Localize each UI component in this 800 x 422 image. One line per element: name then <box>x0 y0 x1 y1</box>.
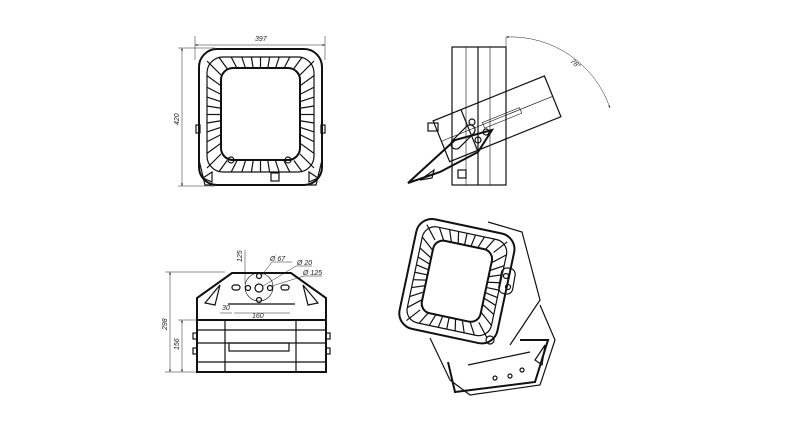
cooling-fin <box>482 303 495 315</box>
cooling-fin <box>274 160 280 173</box>
spacing-dimension: 160 <box>252 313 264 320</box>
cooling-fin <box>230 56 238 69</box>
cooling-fin <box>483 297 496 306</box>
cooling-fin <box>406 309 421 322</box>
cooling-fin <box>409 291 425 298</box>
hole-diameter-67: Ø 67 <box>269 256 286 263</box>
cooling-fin <box>486 286 500 291</box>
cooling-fin <box>407 299 423 309</box>
cooling-fin <box>426 224 436 241</box>
cooling-fin <box>299 153 315 169</box>
cooling-fin <box>206 105 222 109</box>
cooling-fin <box>299 96 315 103</box>
cooling-fin <box>461 320 465 333</box>
cooling-fin <box>206 60 222 76</box>
cooling-fin <box>469 321 475 336</box>
cooling-fin <box>241 56 247 69</box>
hole-diameter-20: Ø 20 <box>296 260 312 267</box>
cooling-fin <box>437 315 444 328</box>
cooling-fin <box>428 314 437 326</box>
cooling-fin <box>299 126 315 133</box>
cooling-fin <box>206 75 222 87</box>
cooling-fin <box>206 126 222 133</box>
cooling-fin <box>414 271 428 276</box>
cooling-fin <box>454 318 457 331</box>
cooling-fin <box>250 56 254 69</box>
total-height-dimension: 298 <box>162 318 169 331</box>
cooling-fin <box>477 236 486 249</box>
front-view: 397 420 <box>174 36 326 187</box>
isometric-view <box>398 218 556 396</box>
cooling-fin <box>478 322 488 338</box>
side-view: 78° <box>407 35 611 186</box>
cooling-fin <box>299 134 315 143</box>
cooling-fin <box>206 96 222 103</box>
cooling-fin <box>206 86 222 95</box>
cooling-fin <box>418 312 429 324</box>
cooling-fin <box>299 105 315 109</box>
cooling-fin <box>463 233 468 246</box>
cooling-fin <box>299 60 315 76</box>
hole-diameter-125: Ø 125 <box>302 270 322 277</box>
cooling-fin <box>416 264 429 271</box>
cooling-fin <box>283 160 291 173</box>
cooling-fin <box>491 254 507 264</box>
cooling-fin <box>250 160 254 173</box>
cooling-fin <box>206 142 222 154</box>
body-height-dimension: 156 <box>174 338 181 350</box>
height-dimension: 420 <box>174 113 181 125</box>
cooling-fin <box>449 229 452 243</box>
cooling-fin <box>293 160 303 173</box>
cooling-fin <box>413 279 427 281</box>
cooling-fin <box>241 160 247 173</box>
cooling-fin <box>206 120 222 124</box>
width-dimension: 397 <box>255 36 268 43</box>
cooling-fin <box>267 160 271 173</box>
cooling-fin <box>299 75 315 87</box>
cooling-fin <box>487 281 501 284</box>
cooling-fin <box>484 292 498 299</box>
cooling-fin <box>493 241 508 253</box>
cooling-fin <box>218 160 228 173</box>
cooling-fin <box>267 56 271 69</box>
cooling-fin <box>419 247 432 259</box>
cooling-fin <box>206 134 222 143</box>
cooling-fin <box>218 56 228 69</box>
cooling-fin <box>299 142 315 154</box>
tilt-angle-dimension: 78° <box>569 57 582 70</box>
cooling-fin <box>283 56 291 69</box>
cooling-fin <box>485 238 496 250</box>
cooling-fin <box>480 311 492 326</box>
cooling-fin <box>293 56 303 69</box>
cooling-fin <box>457 231 460 244</box>
cooling-fin <box>438 227 445 241</box>
cooling-fin <box>417 256 431 265</box>
cooling-fin <box>274 56 280 69</box>
cooling-fin <box>299 86 315 95</box>
cooling-fin <box>470 234 477 247</box>
offset-dimension: 30 <box>222 305 230 312</box>
cooling-fin <box>411 285 426 289</box>
cooling-fin <box>446 317 450 330</box>
cooling-fin <box>421 236 434 251</box>
cooling-fin <box>489 265 505 272</box>
hole-offset-dimension: 125 <box>237 250 244 262</box>
bottom-view: 298 156 125 Ø 67 Ø 20 Ø 125 30 160 <box>162 250 331 373</box>
cooling-fin <box>230 160 238 173</box>
cooling-fin <box>488 274 503 278</box>
cooling-fin <box>299 120 315 124</box>
cooling-fin <box>206 153 222 169</box>
